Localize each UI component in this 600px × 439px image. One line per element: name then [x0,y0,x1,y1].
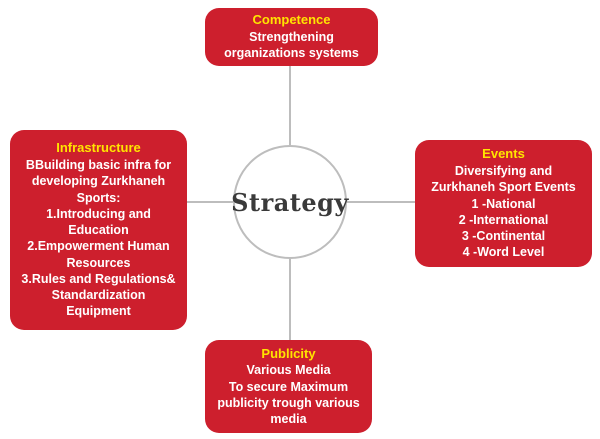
connector-bottom [289,259,291,340]
node-events: Events Diversifying and Zurkhaneh Sport … [415,140,592,267]
node-events-title: Events [482,146,525,162]
node-competence: Competence Strengthening organizations s… [205,8,378,66]
node-publicity-title: Publicity [261,345,316,361]
connector-top [289,66,291,145]
node-events-body: Diversifying and Zurkhaneh Sport Events … [431,164,576,260]
node-infrastructure-body: BBuilding basic infra for developing Zur… [21,158,176,319]
strategy-center-circle: Strategy [231,145,348,259]
connector-left [187,201,233,203]
node-competence-title: Competence [252,12,331,28]
node-infrastructure-title: Infrastructure [56,140,141,156]
node-publicity-body: Various Media To secure Maximum publicit… [217,363,360,427]
node-infrastructure: Infrastructure BBuilding basic infra for… [10,130,187,330]
connector-right [347,201,415,203]
node-publicity: Publicity Various Media To secure Maximu… [205,340,372,433]
node-competence-body: Strengthening organizations systems [224,30,359,61]
